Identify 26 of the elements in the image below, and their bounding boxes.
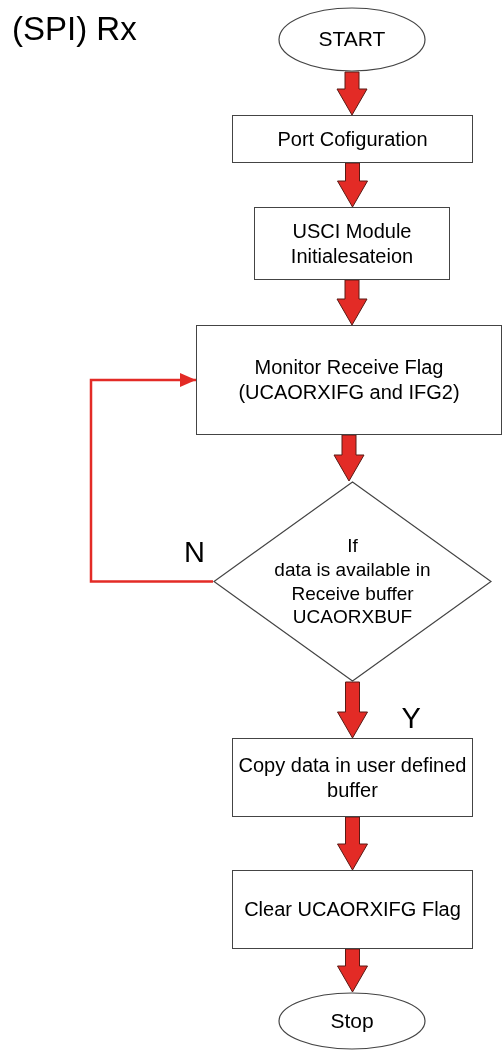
block-arrow — [337, 948, 368, 993]
node-text: Port Cofiguration — [276, 126, 429, 152]
node-text: data is available in Receive buffer UCAORXBUF — [273, 557, 432, 629]
block-arrow — [333, 434, 365, 482]
node-text: START — [317, 26, 387, 53]
process-box — [232, 870, 473, 949]
node-text: If — [346, 534, 359, 558]
block-arrow — [336, 279, 368, 326]
block-arrow — [336, 71, 368, 116]
process-box — [196, 325, 502, 435]
process-box — [254, 207, 450, 280]
node-text: USCI Module Initialesateion — [289, 218, 415, 269]
terminal-oval — [278, 992, 426, 1050]
terminal-oval — [278, 7, 426, 72]
block-arrow — [337, 681, 368, 739]
node-text: Monitor Receive Flag (UCAORXIFG and IFG2) — [237, 355, 461, 405]
block-arrow — [337, 816, 368, 871]
process-box — [232, 115, 473, 163]
diagram-title: (SPI) Rx — [12, 12, 137, 45]
decision-diamond — [213, 481, 492, 682]
node-text: Stop — [329, 1007, 375, 1034]
process-box — [232, 738, 473, 817]
node-text: Clear UCAORXIFG Flag — [243, 897, 462, 922]
block-arrow — [337, 162, 368, 208]
node-text: Copy data in user defined buffer — [237, 752, 468, 803]
loop-arrow — [89, 373, 213, 583]
